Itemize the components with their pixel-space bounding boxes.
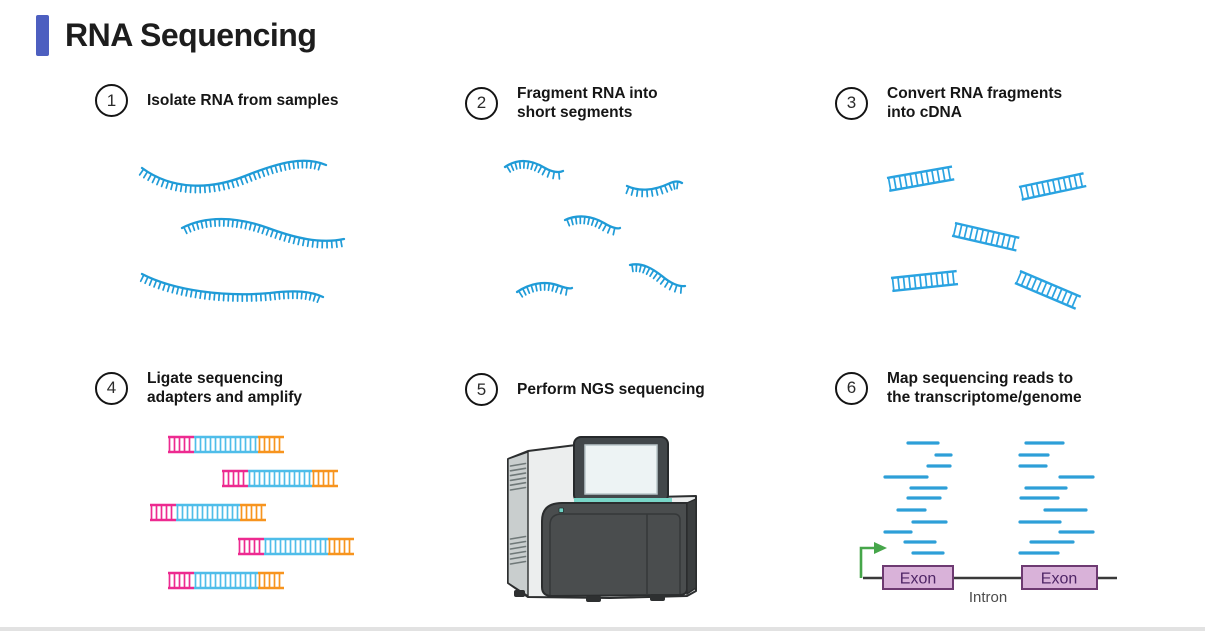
step-3-number-badge: 3: [835, 86, 868, 120]
rna-strands-illustration: [138, 159, 346, 304]
step-2-header: 2 Fragment RNA into short segments: [465, 84, 658, 123]
title-accent-bar: [36, 15, 49, 56]
step-5-number-badge: 5: [465, 373, 498, 406]
cdna-fragments-illustration: [886, 165, 1087, 310]
read-mapping-illustration: Exon Exon Intron: [859, 441, 1117, 606]
exon-box-left: [882, 565, 954, 590]
step-3-label: Convert RNA fragments into cDNA: [887, 85, 1063, 122]
step-6-number-badge: 6: [835, 371, 868, 405]
sequencer-foot: [514, 590, 525, 597]
step-3-header: 3 Convert RNA fragments into cDNA: [835, 84, 1062, 123]
rna-fragments-illustration: [503, 159, 687, 298]
exon-label-left: Exon: [900, 571, 936, 588]
step-2-label: Fragment RNA into short segments: [517, 85, 658, 122]
sequencer-teal-strip: [574, 498, 672, 503]
sequencing-reads: [883, 441, 1095, 555]
page-title: RNA Sequencing: [65, 17, 317, 53]
exon-label-right: Exon: [1041, 571, 1077, 588]
intron-label: Intron: [969, 589, 1007, 606]
step-6-header: 6 Map sequencing reads to the transcript…: [835, 369, 1082, 408]
step-5-label: Perform NGS sequencing: [517, 380, 705, 398]
sequencer-door-seam: [549, 513, 681, 595]
ngs-sequencer-illustration: [507, 436, 697, 602]
sequencer-front-panel: [541, 502, 688, 598]
transcription-start-arrow: [859, 546, 874, 578]
step-2-number-badge: 2: [465, 86, 498, 120]
step-1-number-badge: 1: [95, 84, 128, 117]
bottom-edge: [0, 627, 1205, 631]
step-6-label: Map sequencing reads to the transcriptom…: [887, 370, 1082, 407]
sequencer-foot: [586, 596, 601, 602]
step-5-header: 5 Perform NGS sequencing: [465, 373, 705, 406]
adapter-ligation-illustration: [150, 435, 354, 590]
header: RNA Sequencing: [36, 15, 317, 56]
step-4-header: 4 Ligate sequencing adapters and amplify: [95, 369, 302, 408]
sequencer-vents: [509, 462, 527, 565]
sequencer-screen: [584, 444, 658, 495]
step-1-header: 1 Isolate RNA from samples: [95, 84, 339, 117]
sequencer-right-edge: [686, 497, 697, 596]
sequencer-foot: [650, 594, 665, 601]
transcription-arrowhead: [874, 542, 887, 554]
exon-box-right: [1021, 565, 1098, 590]
step-1-label: Isolate RNA from samples: [147, 91, 339, 109]
step-4-number-badge: 4: [95, 371, 128, 405]
sequencer-power-button: [558, 507, 564, 513]
step-4-label: Ligate sequencing adapters and amplify: [147, 370, 303, 407]
